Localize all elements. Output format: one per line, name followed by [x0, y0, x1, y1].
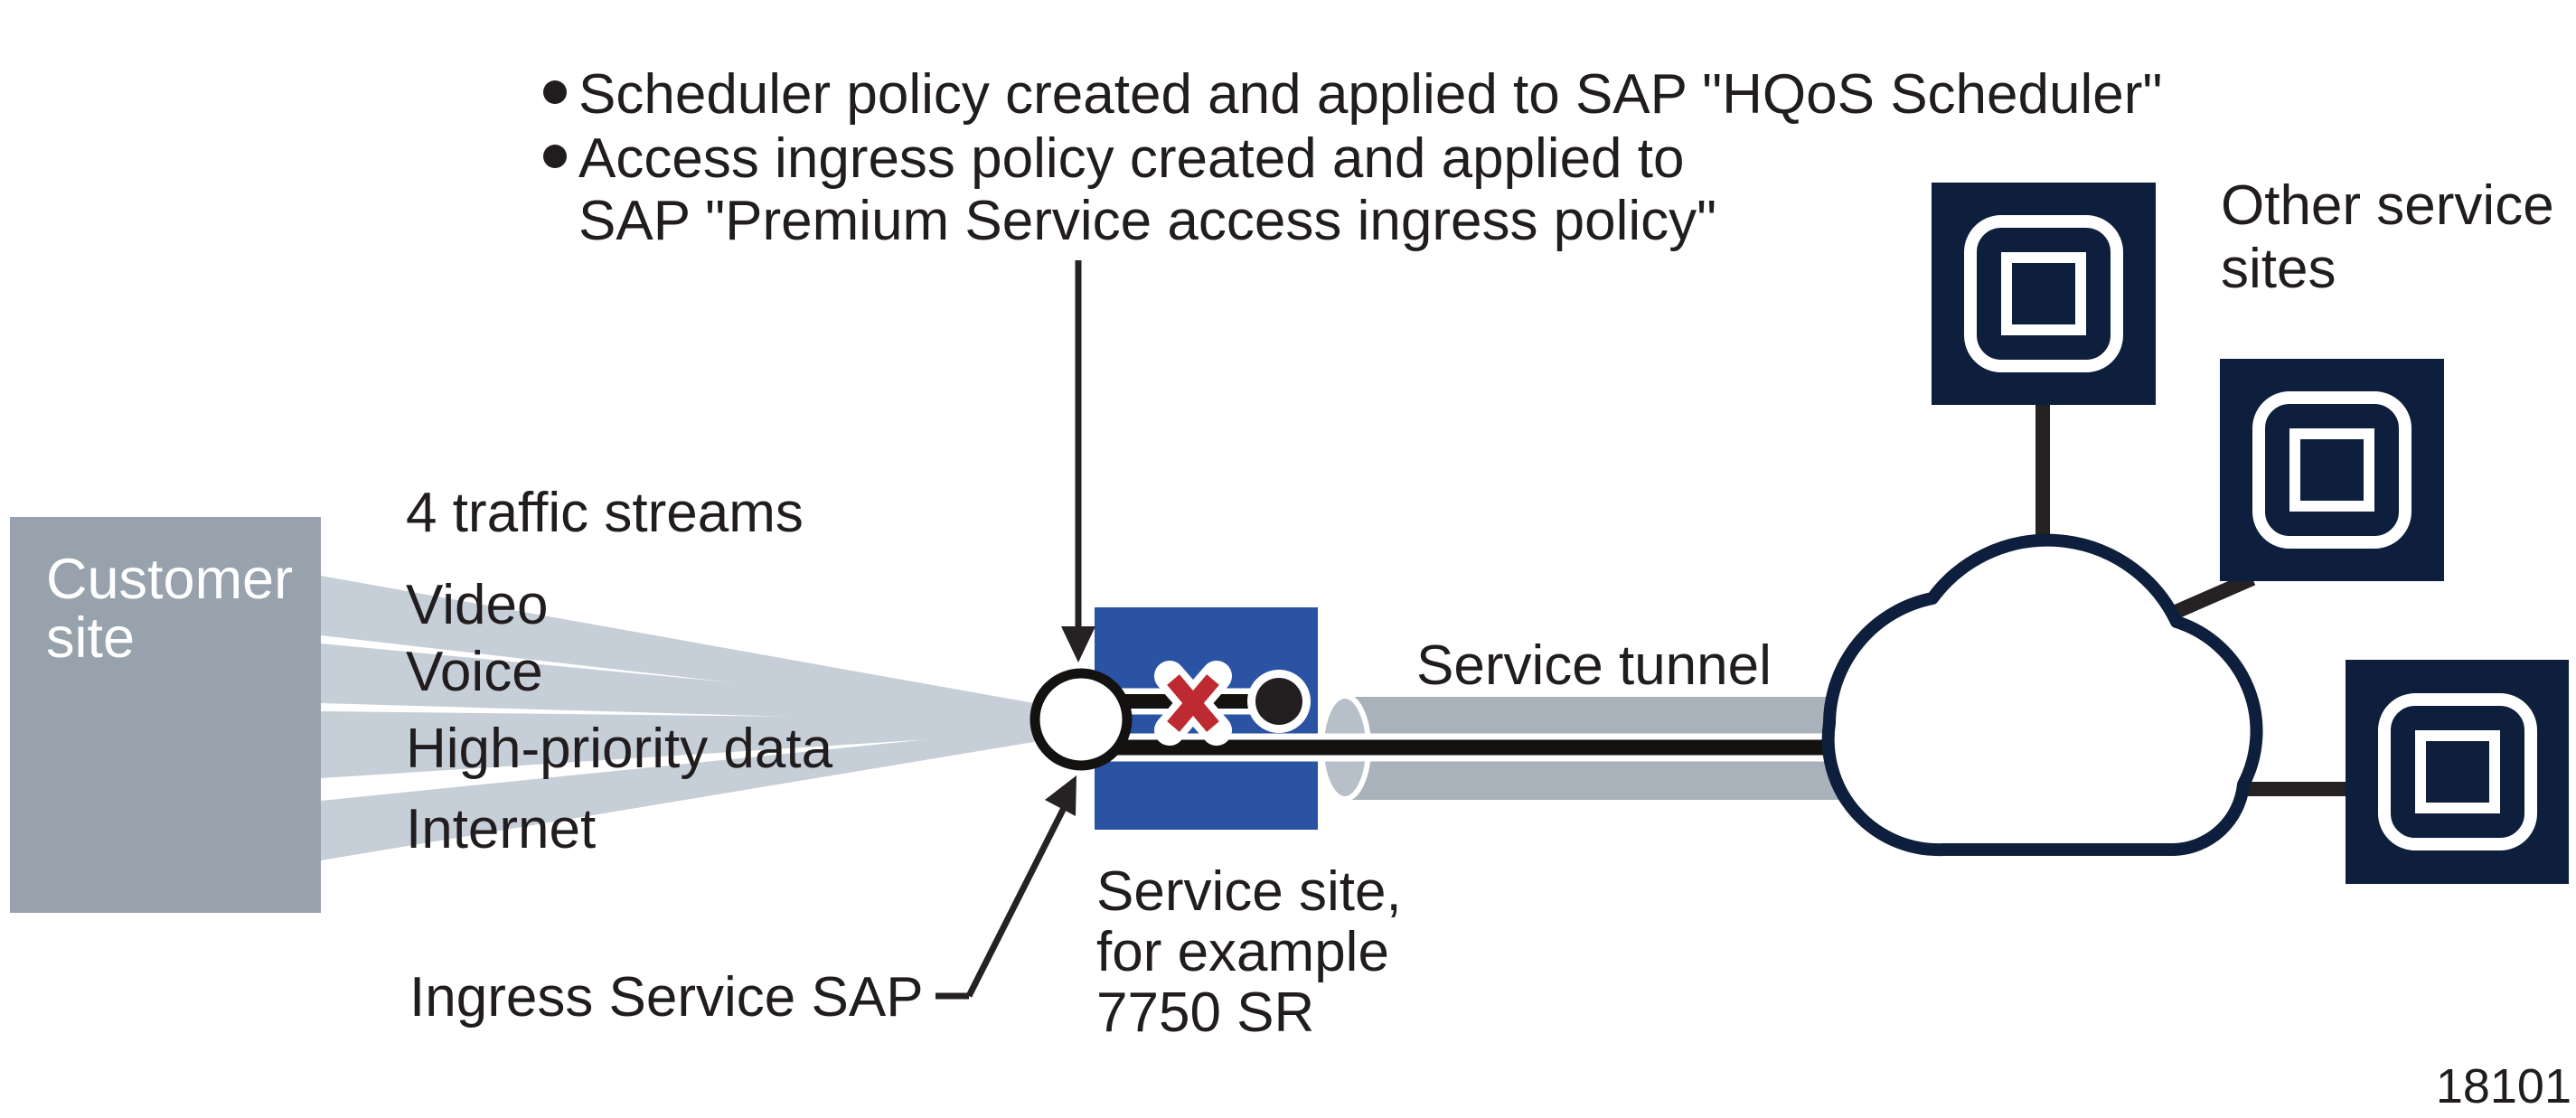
service-node-inner-icon — [2415, 730, 2500, 813]
arrow-shaft-diagonal — [965, 801, 1070, 998]
policy-annotation-arrow — [1061, 260, 1095, 662]
note-access-ingress-line1: Access ingress policy created and applie… — [578, 127, 1684, 190]
service-site-label: Service site, for example 7750 SR — [1096, 860, 1402, 1044]
service-site-line2: for example — [1096, 921, 1389, 983]
customer-site-rect — [10, 517, 321, 913]
traffic-streams-fan — [321, 576, 1044, 860]
stream-labels: 4 traffic streams Video Voice High-prior… — [406, 482, 833, 860]
service-node-2 — [2220, 359, 2444, 581]
stream-band-internet — [321, 728, 1044, 860]
service-node-inner-icon — [2001, 252, 2086, 335]
stream-label-voice: Voice — [406, 641, 543, 703]
arrow-head-down-icon — [1061, 626, 1095, 662]
stream-label-video: Video — [406, 574, 548, 636]
bullet-icon — [543, 80, 567, 104]
ingress-sap-label: Ingress Service SAP — [409, 966, 924, 1029]
service-node-inner-icon — [2289, 428, 2374, 512]
ingress-sap-arrow — [935, 775, 1076, 1000]
service-node-outer-icon — [2252, 391, 2411, 549]
policy-notes: Scheduler policy created and applied to … — [543, 63, 2162, 252]
service-site-line1: Service site, — [1096, 860, 1402, 923]
sap-circle-icon — [1029, 668, 1133, 771]
stream-band-video — [321, 576, 1044, 719]
customer-site-label-line2: site — [46, 606, 135, 670]
streams-title: 4 traffic streams — [406, 482, 804, 544]
note-scheduler-policy: Scheduler policy created and applied to … — [578, 63, 2162, 126]
service-node-outer-icon — [2378, 693, 2537, 850]
stream-band-high-priority — [321, 711, 1044, 778]
arrow-head-up-right-icon — [1045, 775, 1076, 816]
customer-site-label-line1: Customer — [46, 548, 293, 611]
service-node-1 — [1932, 183, 2156, 405]
cloud-icon — [1821, 533, 2263, 857]
note-access-ingress-line2: SAP "Premium Service access ingress poli… — [578, 190, 1716, 252]
service-node-3 — [2346, 660, 2569, 884]
other-sites-line2: sites — [2221, 238, 2336, 300]
stream-band-voice — [321, 644, 1044, 724]
other-sites-label: Other service sites — [2221, 174, 2554, 300]
other-sites-line1: Other service — [2221, 174, 2554, 237]
service-tunnel-label: Service tunnel — [1416, 634, 1772, 697]
stream-label-high-priority: High-priority data — [406, 718, 833, 780]
bullet-icon — [543, 145, 567, 168]
x-marker-icon — [1154, 661, 1232, 746]
figure-number: 18101 — [2436, 1059, 2571, 1113]
customer-site-box: Customer site — [10, 517, 321, 913]
service-site-line3: 7750 SR — [1096, 982, 1314, 1044]
stream-label-internet: Internet — [406, 798, 596, 860]
service-node-outer-icon — [1964, 215, 2123, 372]
endpoint-dot-icon — [1255, 678, 1302, 725]
